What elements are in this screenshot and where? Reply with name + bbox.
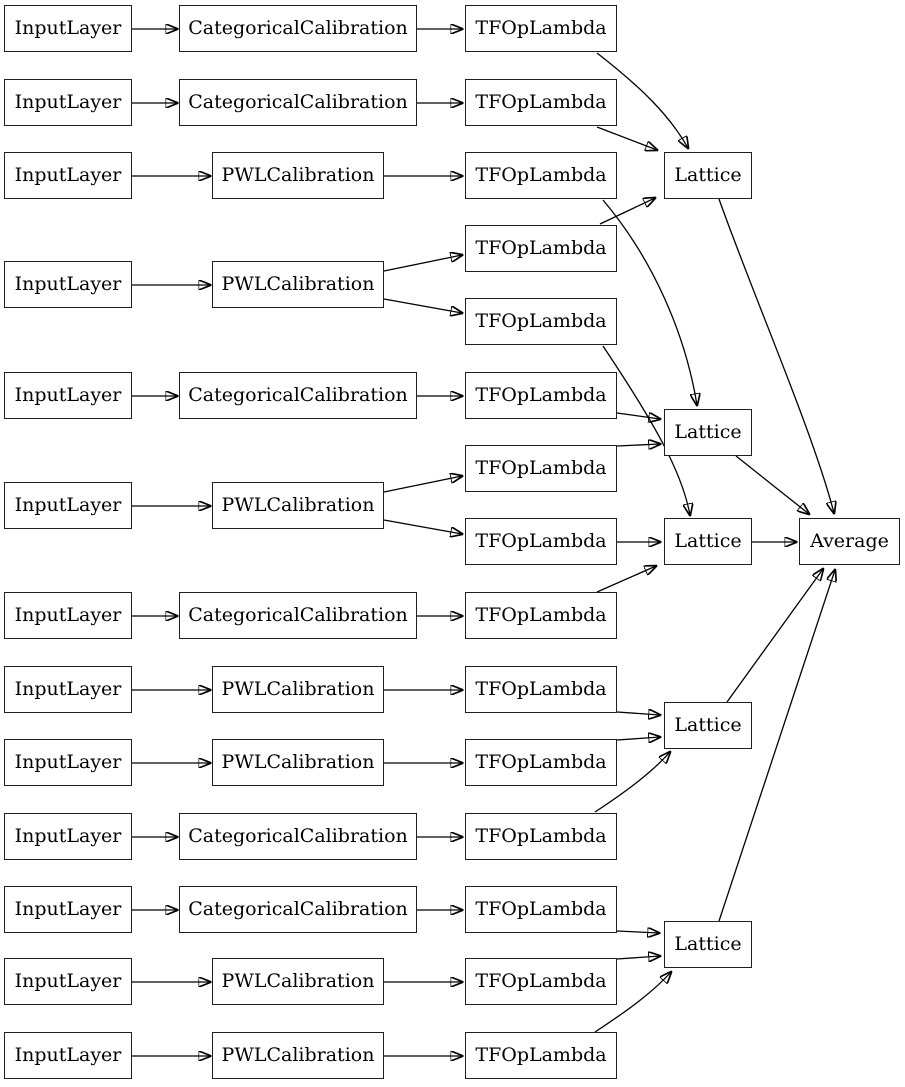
node-input-layer-5: InputLayer [4, 372, 132, 419]
node-pwl-calibration-8: PWLCalibration [212, 666, 384, 713]
edge-cal6-tf6a [383, 476, 462, 493]
node-categorical-calibration-7: CategoricalCalibration [179, 592, 417, 639]
node-input-layer-9: InputLayer [4, 739, 132, 786]
edge-tf4a-lat1 [599, 198, 655, 225]
node-tf-op-lambda-4b: TFOpLambda [465, 298, 617, 345]
node-input-layer-2: InputLayer [4, 79, 132, 126]
node-lattice-1: Lattice [664, 152, 752, 199]
node-pwl-calibration-13: PWLCalibration [212, 1032, 384, 1079]
node-tf-op-lambda-5: TFOpLambda [465, 372, 617, 419]
edge-cal4-tf4b [383, 298, 462, 313]
node-categorical-calibration-11: CategoricalCalibration [179, 886, 417, 933]
edge-tf2-lat1 [596, 126, 657, 150]
node-lattice-4: Lattice [664, 702, 752, 749]
edge-tf11-lat5 [616, 931, 659, 933]
node-pwl-calibration-3: PWLCalibration [212, 152, 384, 199]
node-input-layer-4: InputLayer [4, 261, 132, 308]
edge-cal6-tf6b [383, 519, 462, 534]
node-tf-op-lambda-12: TFOpLambda [465, 958, 617, 1005]
node-tf-op-lambda-11: TFOpLambda [465, 886, 617, 933]
edge-lat2-avg [735, 455, 809, 514]
edge-lat4-avg [726, 569, 823, 703]
edge-tf10-lat4 [594, 752, 670, 813]
node-tf-op-lambda-9: TFOpLambda [465, 739, 617, 786]
edge-cal4-tf4a [383, 255, 462, 272]
edge-tf9-lat4 [616, 737, 660, 740]
edge-tf5-lat2 [616, 413, 660, 419]
node-input-layer-6: InputLayer [4, 482, 132, 529]
node-tf-op-lambda-8: TFOpLambda [465, 666, 617, 713]
node-tf-op-lambda-1: TFOpLambda [465, 5, 617, 52]
edge-lat5-avg [718, 570, 835, 922]
node-categorical-calibration-10: CategoricalCalibration [179, 813, 417, 860]
node-tf-op-lambda-2: TFOpLambda [465, 79, 617, 126]
node-input-layer-10: InputLayer [4, 813, 132, 860]
node-tf-op-lambda-6a: TFOpLambda [465, 445, 617, 492]
node-input-layer-11: InputLayer [4, 886, 132, 933]
edge-tf13-lat5 [594, 972, 671, 1033]
node-pwl-calibration-9: PWLCalibration [212, 739, 384, 786]
node-pwl-calibration-4: PWLCalibration [212, 261, 384, 308]
node-tf-op-lambda-4a: TFOpLambda [465, 225, 617, 272]
node-input-layer-13: InputLayer [4, 1032, 132, 1079]
node-input-layer-7: InputLayer [4, 592, 132, 639]
edge-tf7-lat3 [596, 566, 656, 593]
node-input-layer-12: InputLayer [4, 958, 132, 1005]
node-input-layer-3: InputLayer [4, 152, 132, 199]
node-categorical-calibration-2: CategoricalCalibration [179, 79, 417, 126]
edge-tf6a-lat2 [616, 444, 660, 446]
node-lattice-2: Lattice [664, 409, 752, 456]
node-tf-op-lambda-6b: TFOpLambda [465, 518, 617, 565]
node-pwl-calibration-6: PWLCalibration [212, 482, 384, 529]
node-average: Average [799, 518, 900, 565]
edge-tf1-lat1 [596, 52, 688, 148]
node-input-layer-1: InputLayer [4, 5, 132, 52]
node-tf-op-lambda-3: TFOpLambda [465, 152, 617, 199]
node-categorical-calibration-5: CategoricalCalibration [179, 372, 417, 419]
node-tf-op-lambda-10: TFOpLambda [465, 813, 617, 860]
edge-tf8-lat4 [616, 712, 660, 715]
edge-tf3-lat2 [602, 199, 697, 405]
node-tf-op-lambda-7: TFOpLambda [465, 592, 617, 639]
node-pwl-calibration-12: PWLCalibration [212, 958, 384, 1005]
edge-lat1-avg [718, 198, 834, 513]
edge-tf12-lat5 [616, 956, 660, 959]
node-lattice-3: Lattice [664, 518, 752, 565]
node-tf-op-lambda-13: TFOpLambda [465, 1032, 617, 1079]
edge-tf4b-lat3 [602, 345, 690, 515]
node-lattice-5: Lattice [664, 921, 752, 968]
node-categorical-calibration-1: CategoricalCalibration [179, 5, 417, 52]
node-input-layer-8: InputLayer [4, 666, 132, 713]
